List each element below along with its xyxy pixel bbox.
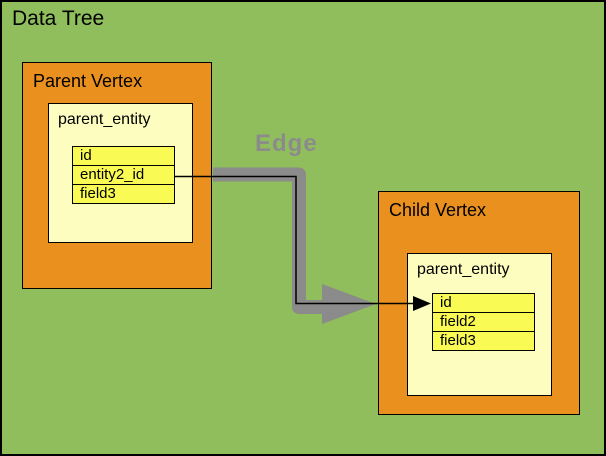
field-row-id: id: [432, 293, 535, 313]
field-row-id: id: [72, 146, 175, 166]
edge-thick-line: [213, 167, 332, 314]
field-row-field3: field3: [432, 331, 535, 351]
edge-arrowhead-icon: [322, 284, 376, 324]
parent-entity-field-table: id entity2_id field3: [72, 146, 175, 204]
diagram-title: Data Tree: [12, 7, 105, 30]
child-entity-field-table: id field2 field3: [432, 293, 535, 351]
child-vertex-box: Child Vertex parent_entity id field2 fie…: [378, 191, 580, 415]
parent-vertex-label: Parent Vertex: [33, 71, 143, 91]
field-row-field2: field2: [432, 312, 535, 332]
child-entity-name: parent_entity: [417, 261, 510, 278]
child-entity-box: parent_entity id field2 field3: [407, 253, 552, 396]
child-vertex-label: Child Vertex: [389, 200, 487, 220]
edge-label: Edge: [255, 130, 318, 157]
field-row-field3: field3: [72, 184, 175, 204]
parent-vertex-box: Parent Vertex parent_entity id entity2_i…: [22, 62, 212, 289]
parent-entity-name: parent_entity: [58, 111, 151, 128]
parent-entity-box: parent_entity id entity2_id field3: [48, 103, 193, 243]
field-row-entity2-id: entity2_id: [72, 165, 175, 185]
